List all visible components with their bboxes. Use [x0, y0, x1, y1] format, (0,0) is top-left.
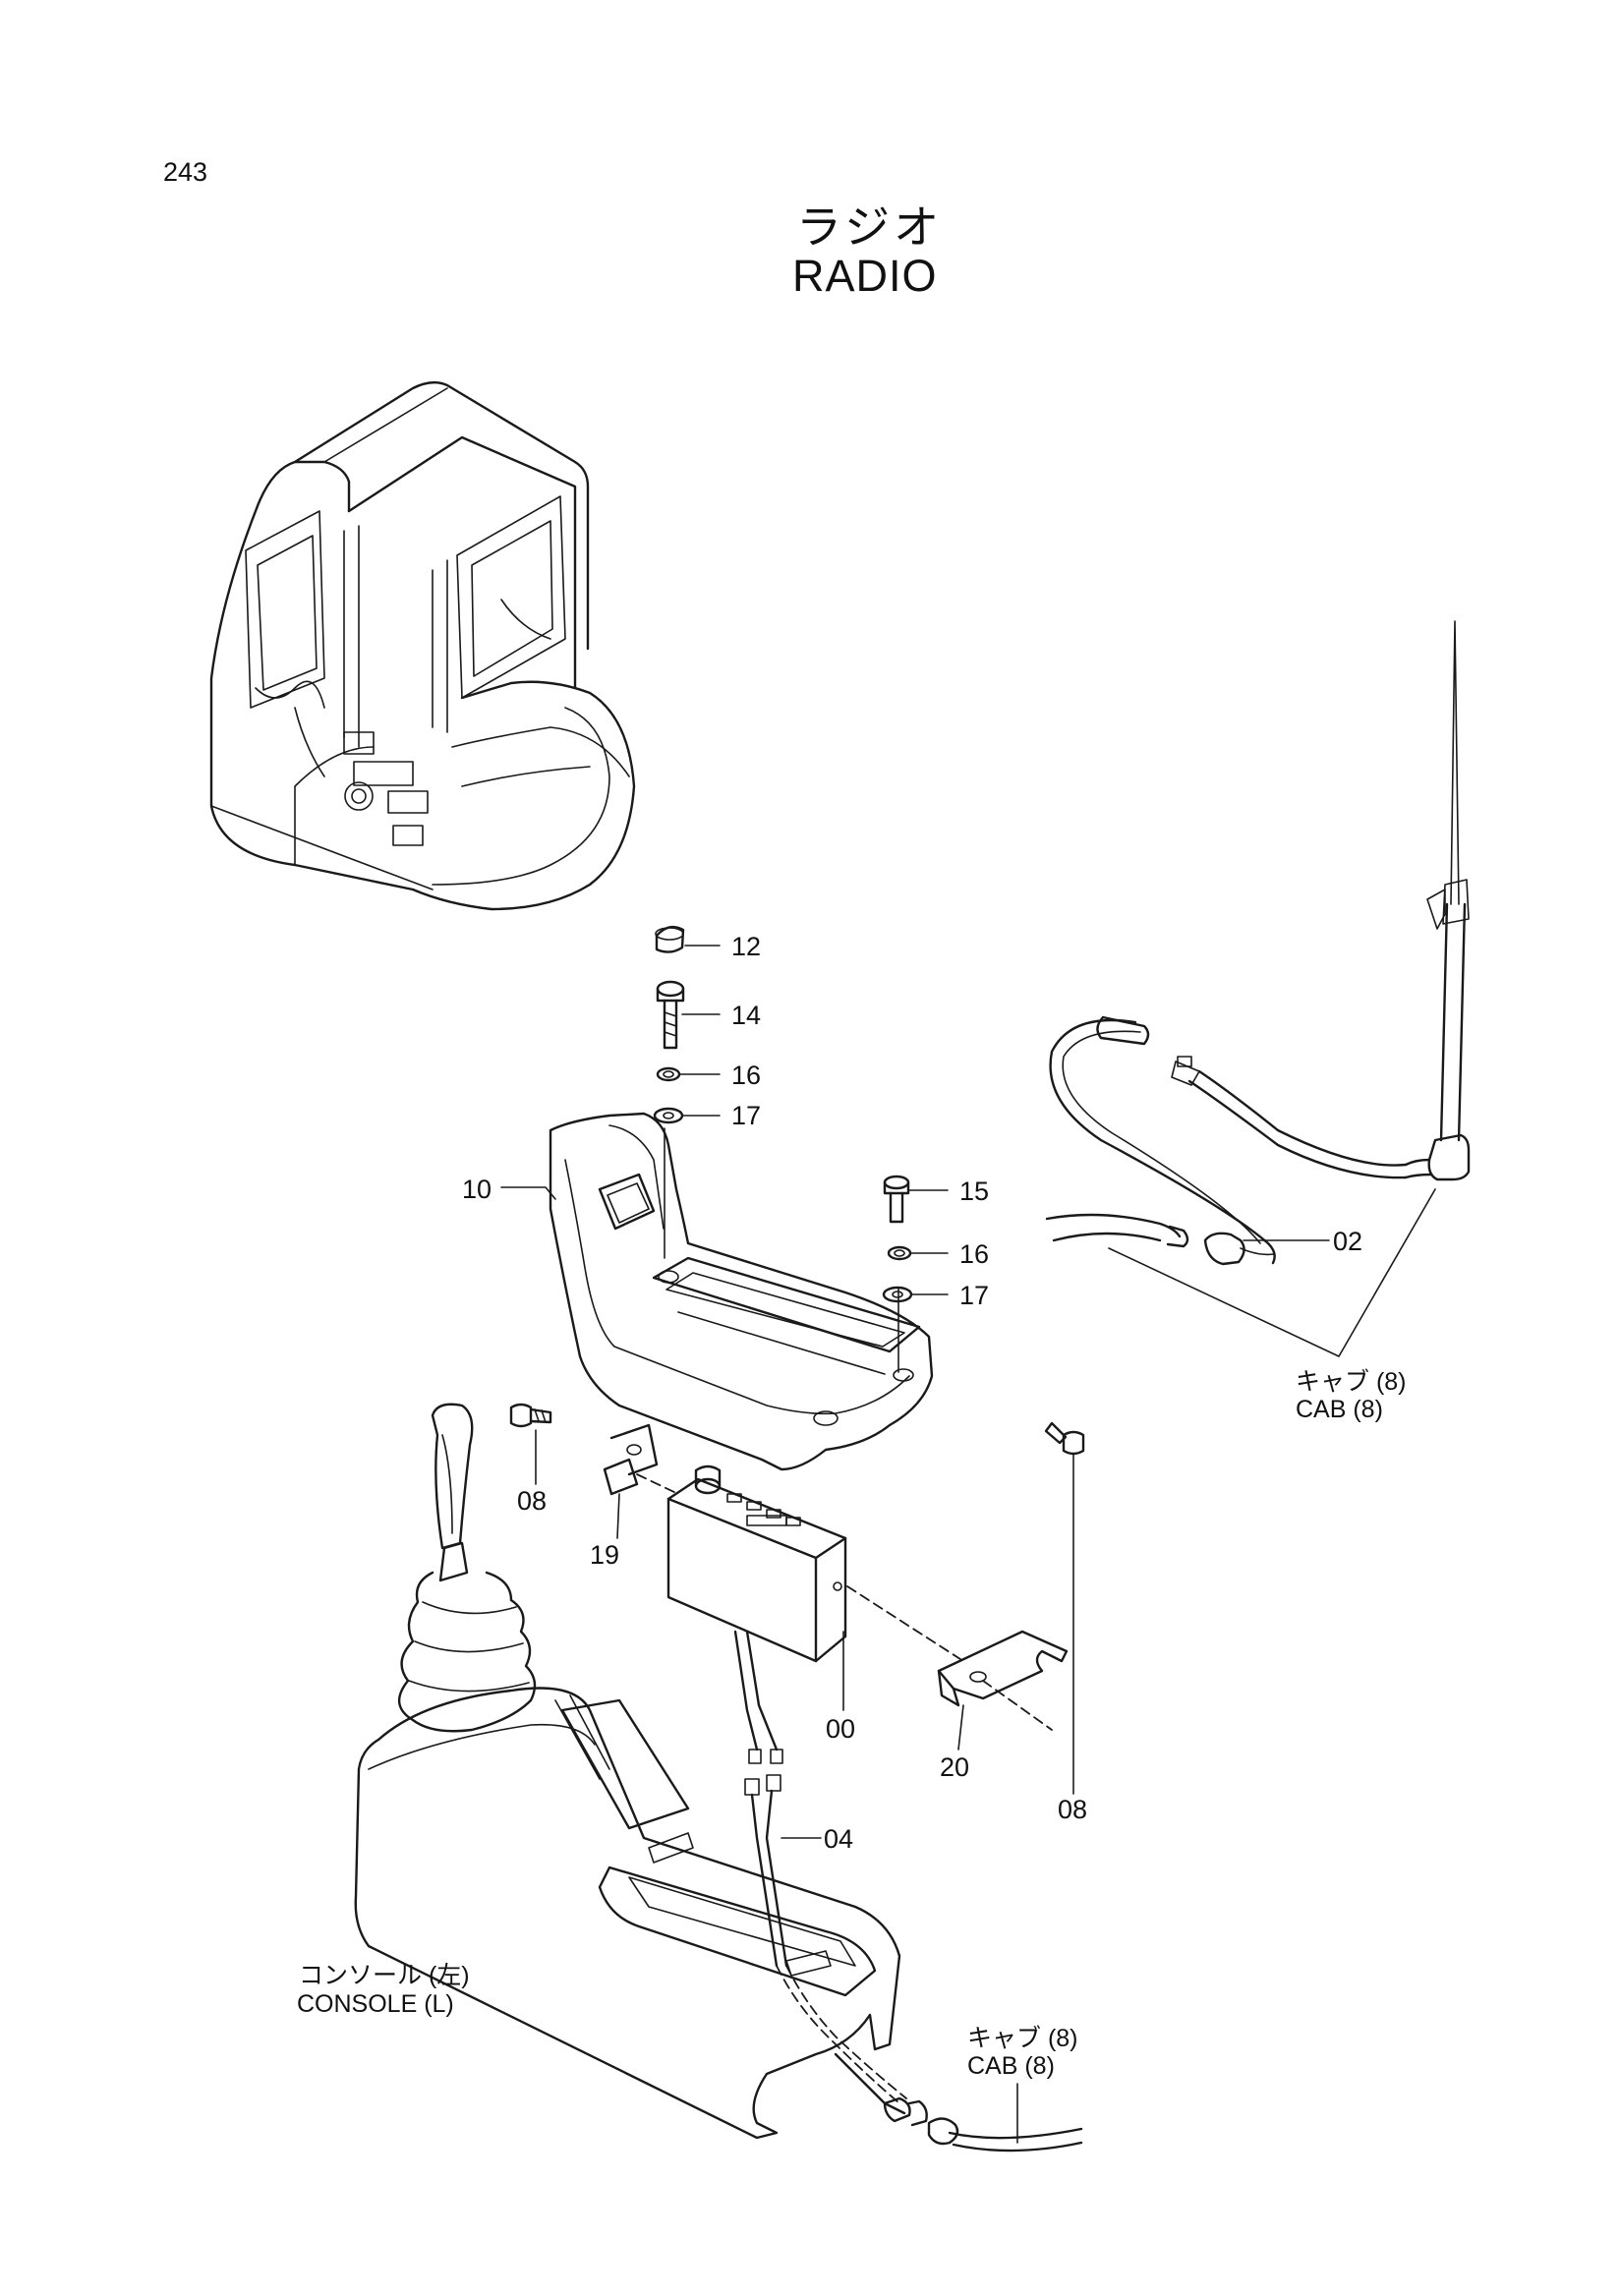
- page-number: 243: [163, 157, 208, 187]
- console-left-drawing: [354, 1403, 1083, 2152]
- part-label-20: 20: [940, 1752, 970, 1782]
- part-label-17-top: 17: [731, 1101, 762, 1130]
- console-callout-jp: コンソール (左): [299, 1962, 470, 1989]
- part-label-17-right: 17: [959, 1281, 990, 1310]
- part-label-08-left: 08: [517, 1486, 548, 1516]
- part-label-14: 14: [731, 1001, 762, 1030]
- cab-upper-callout-en: CAB (8): [1296, 1396, 1383, 1423]
- part-label-16-right: 16: [959, 1239, 990, 1269]
- cab-lower-callout-jp: キャブ (8): [967, 2025, 1078, 2052]
- part-label-19: 19: [590, 1540, 620, 1570]
- antenna-drawing: [1045, 620, 1471, 1357]
- part-label-15: 15: [959, 1177, 990, 1206]
- console-cover-drawing: [549, 1112, 934, 1471]
- radio-unit-drawing: [603, 1423, 1069, 1764]
- part-label-08-right: 08: [1058, 1795, 1088, 1824]
- title-japanese: ラジオ: [796, 201, 944, 253]
- part-label-00: 00: [826, 1714, 856, 1744]
- part-label-10: 10: [462, 1175, 492, 1204]
- title-english: RADIO: [792, 251, 938, 301]
- excavator-cab-drawing: [209, 380, 636, 911]
- fastener-drawings: [509, 925, 1085, 1456]
- cab-upper-callout-jp: キャブ (8): [1296, 1368, 1407, 1396]
- part-label-16-top: 16: [731, 1061, 762, 1090]
- leader-lines: [500, 945, 1330, 1839]
- part-label-04: 04: [824, 1824, 854, 1854]
- console-callout-en: CONSOLE (L): [297, 1990, 454, 2018]
- cab-lower-callout-en: CAB (8): [967, 2052, 1055, 2080]
- part-label-02: 02: [1333, 1227, 1363, 1256]
- part-label-12: 12: [731, 932, 762, 961]
